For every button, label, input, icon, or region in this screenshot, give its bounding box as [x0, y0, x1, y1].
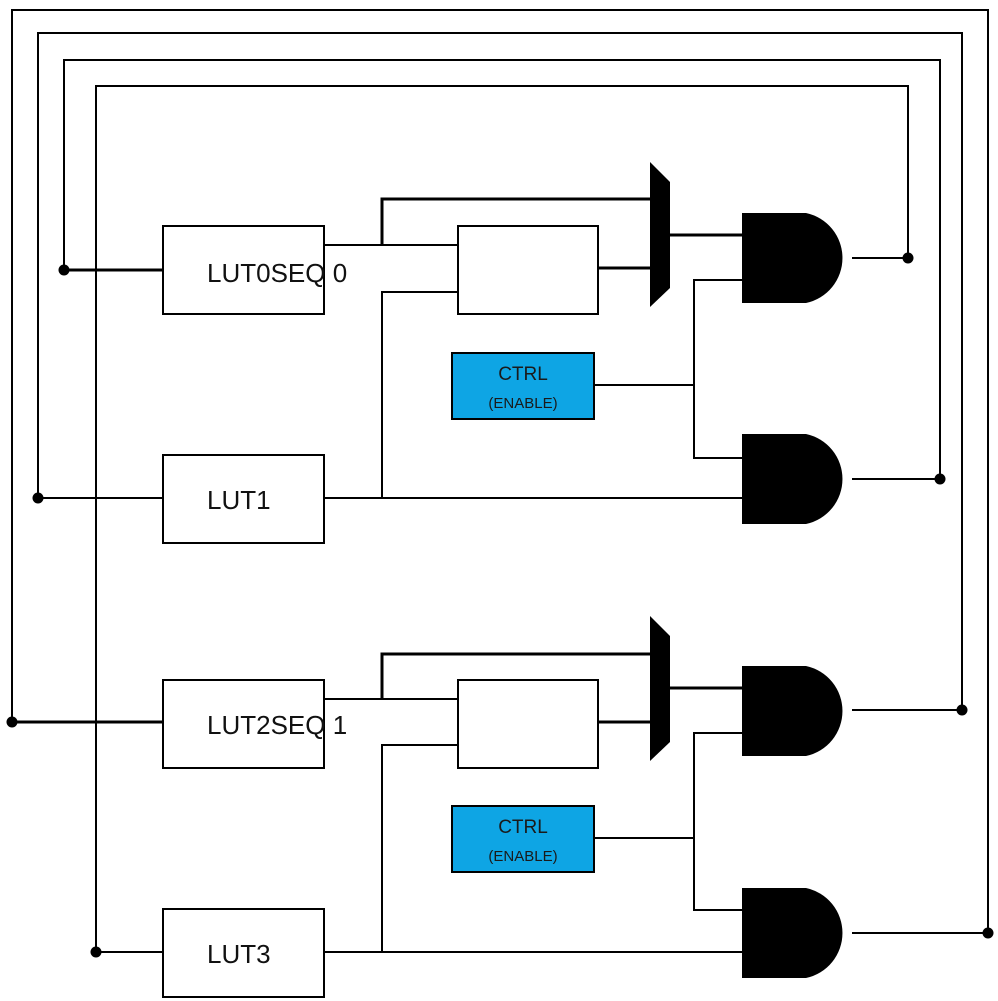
- lower-wires: [324, 652, 988, 953]
- ctrl-label-upper: CTRL: [498, 364, 548, 385]
- ctrl-block-upper: CTRL (ENABLE): [451, 352, 595, 420]
- ctrl-block-lower: CTRL (ENABLE): [451, 805, 595, 873]
- lut2-block: LUT2SEQ 1: [162, 679, 347, 769]
- feedback-wire-lut1: [37, 32, 963, 710]
- and-gate-upper-2: [742, 434, 843, 524]
- and-gate-lower-1: [742, 666, 843, 756]
- feedback-wire-lut3: [95, 85, 909, 952]
- feedback-wire-lut0: [63, 59, 941, 479]
- lut1-label: LUT1: [207, 485, 271, 515]
- lut2-label: LUT2SEQ 1: [207, 710, 347, 740]
- junction-dots: [6, 252, 994, 958]
- mux-lower: [650, 616, 670, 761]
- input-wires: [12, 268, 163, 953]
- lut0-label: LUT0SEQ 0: [207, 258, 347, 288]
- ctrl-box-lower: [451, 805, 595, 873]
- sequential-box-lower: [457, 679, 599, 769]
- lut3-label: LUT3: [207, 939, 271, 969]
- and-gate-upper-1: [742, 213, 843, 303]
- upper-wires: [324, 197, 940, 499]
- lut0-block: LUT0SEQ 0: [162, 225, 347, 315]
- mux-upper: [650, 162, 670, 307]
- and-gate-lower-2: [742, 888, 843, 978]
- sequential-box-upper: [457, 225, 599, 315]
- ctrl-sub-upper: (ENABLE): [488, 395, 557, 412]
- ctrl-box-upper: [451, 352, 595, 420]
- feedback-wires: [11, 9, 989, 952]
- ctrl-label-lower: CTRL: [498, 817, 548, 838]
- lut1-block: LUT1: [162, 454, 325, 544]
- feedback-wire-lut2: [11, 9, 989, 933]
- lut3-block: LUT3: [162, 908, 325, 998]
- ctrl-sub-lower: (ENABLE): [488, 848, 557, 865]
